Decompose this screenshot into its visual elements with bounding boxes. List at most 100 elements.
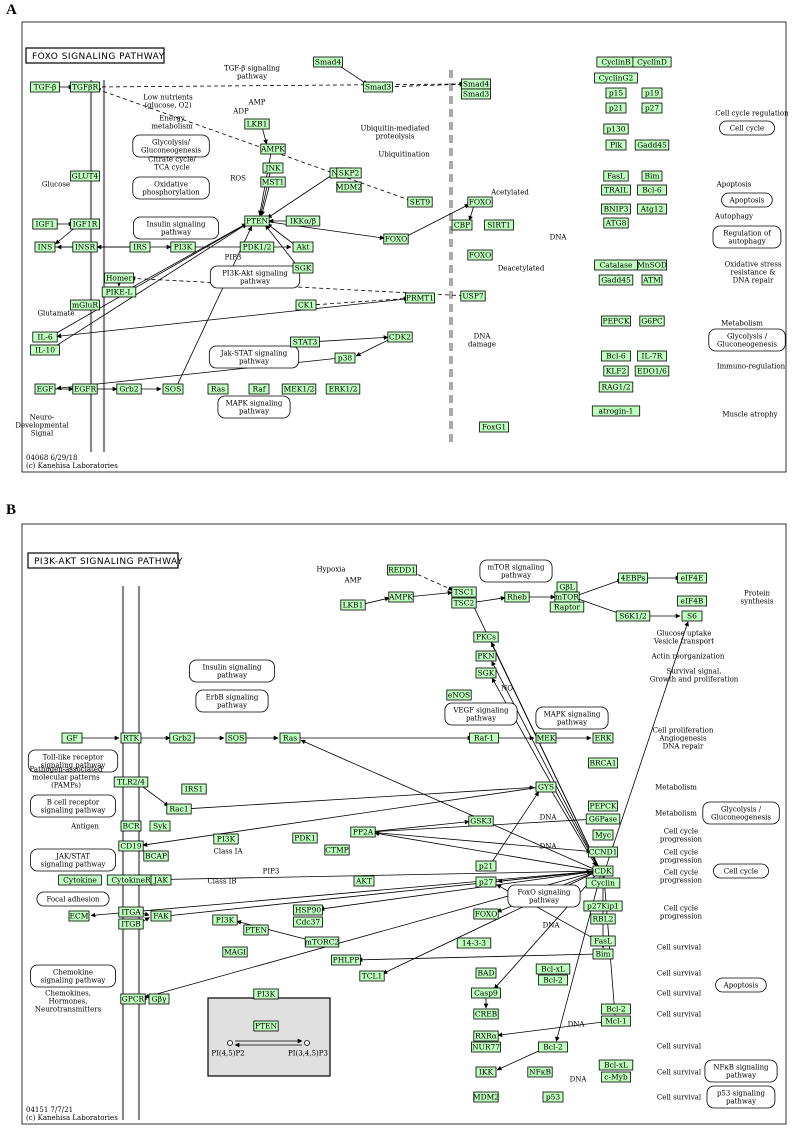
gene-node-tgf-r[interactable]: TGFβR	[70, 81, 100, 93]
gene-node-klf2[interactable]: KLF2	[603, 365, 629, 377]
gene-node-stat3[interactable]: STAT3	[290, 336, 320, 348]
gene-node-p19[interactable]: p19	[641, 87, 663, 99]
gene-node-gadd45[interactable]: Gadd45	[634, 139, 670, 151]
gene-node-mtorc2[interactable]: mTORC2	[305, 936, 340, 948]
pathway-link-glycolysis[interactable]: Glycolysis /Gluconeogenesis	[708, 328, 786, 352]
gene-node-rtk[interactable]: RTK	[120, 732, 142, 744]
gene-node-bim[interactable]: Bim	[592, 948, 614, 960]
gene-node-hsp90[interactable]: HSP90	[293, 904, 323, 916]
pathway-link-focal-adhesion[interactable]: Focal adhesion	[36, 891, 110, 907]
gene-node-lkb1[interactable]: LKB1	[244, 118, 270, 130]
gene-node-sgk[interactable]: SGK	[292, 262, 314, 274]
gene-node-cyclind[interactable]: CyclinD	[632, 56, 672, 68]
gene-node-cdc37[interactable]: Cdc37	[293, 916, 323, 928]
gene-node-glut4[interactable]: GLUT4	[70, 170, 100, 182]
gene-node-raf-1[interactable]: Raf-1	[469, 732, 499, 744]
gene-node-mtor[interactable]: mTOR	[554, 591, 580, 603]
gene-node-sos[interactable]: SOS	[225, 732, 247, 744]
gene-node-smad4[interactable]: Smad4	[313, 56, 343, 68]
gene-node-mglur[interactable]: mGluR	[70, 299, 100, 311]
gene-node-atg8[interactable]: ATG8	[603, 217, 629, 229]
gene-node-tsc1[interactable]: TSC1	[451, 586, 477, 598]
gene-node-skp2[interactable]: SKP2	[336, 167, 362, 179]
gene-node-rag1-2[interactable]: RAG1/2	[598, 381, 634, 393]
pathway-link-cell-cycle[interactable]: Cell cycle	[713, 863, 769, 879]
gene-node-irs1[interactable]: IRS1	[181, 783, 207, 795]
gene-node-il-10[interactable]: IL-10	[30, 344, 60, 356]
gene-node-cytokiner[interactable]: CytokineR	[106, 874, 156, 886]
gene-node-pten[interactable]: PTEN	[243, 924, 269, 936]
gene-node-sgk[interactable]: SGK	[475, 667, 497, 679]
gene-node-mek[interactable]: MEK	[535, 732, 557, 744]
gene-node-bcl-xl[interactable]: Bcl-xL	[598, 1059, 634, 1071]
gene-node-mcl-1[interactable]: Mcl-1	[601, 1015, 631, 1027]
gene-node-mst1[interactable]: MST1	[260, 176, 286, 188]
gene-node-mdm2[interactable]: MDM2	[336, 181, 362, 193]
gene-node-g[interactable]: Gβγ	[148, 993, 170, 1005]
gene-node-smad3[interactable]: Smad3	[363, 81, 393, 93]
gene-node-magi[interactable]: MAGI	[222, 946, 248, 958]
gene-node-bad[interactable]: BAD	[475, 967, 497, 979]
gene-node-foxo[interactable]: FOXO	[473, 908, 499, 920]
gene-node-lkb1[interactable]: LKB1	[340, 599, 366, 611]
gene-node-tsc2[interactable]: TSC2	[451, 597, 477, 609]
gene-node-creb[interactable]: CREB	[473, 1008, 499, 1020]
gene-node-nur77[interactable]: NUR77	[471, 1041, 501, 1053]
gene-node-itga[interactable]: ITGA	[118, 906, 144, 918]
gene-node-c-myb[interactable]: c-Myb	[601, 1071, 631, 1083]
gene-node-cytokine[interactable]: Cytokine	[58, 874, 102, 886]
gene-node-ikk[interactable]: IKKα/β	[285, 215, 321, 227]
gene-node-ikk[interactable]: IKK	[475, 1066, 497, 1078]
gene-node-itgb[interactable]: ITGB	[118, 918, 144, 930]
gene-node-14-3-3[interactable]: 14-3-3	[456, 937, 492, 949]
gene-node-bcl-6[interactable]: Bcl-6	[637, 184, 667, 196]
gene-node-atrogin-1[interactable]: atrogin-1	[591, 405, 641, 417]
gene-node-foxo[interactable]: FOXO	[467, 249, 493, 261]
pathway-link-cell-cycle[interactable]: Cell cycle	[719, 120, 775, 136]
gene-node-myc[interactable]: Myc	[592, 829, 614, 841]
gene-node-pten[interactable]: PTEN	[244, 215, 270, 227]
gene-node-pi3k[interactable]: PI3K	[213, 833, 239, 845]
gene-node-il-6[interactable]: IL-6	[32, 331, 58, 343]
gene-node-pepck[interactable]: PEPCK	[588, 800, 618, 812]
gene-node-grb2[interactable]: Grb2	[169, 732, 195, 744]
gene-node-erk1-2[interactable]: ERK1/2	[325, 383, 361, 395]
gene-node-usp7[interactable]: USP7	[460, 290, 486, 302]
gene-node-rxr[interactable]: RXRα	[473, 1030, 499, 1042]
gene-node-enos[interactable]: eNOS	[446, 689, 472, 701]
gene-node-mek1-2[interactable]: MEK1/2	[281, 383, 317, 395]
gene-node-igf1r[interactable]: IGF1R	[70, 218, 100, 230]
gene-node-bcl-2[interactable]: Bcl-2	[538, 974, 568, 986]
gene-node-pdk1[interactable]: PDK1	[292, 832, 318, 844]
gene-node-ins[interactable]: INS	[34, 241, 56, 253]
gene-node-tgf[interactable]: TGF-β	[30, 81, 60, 93]
gene-node-pi3k[interactable]: PI3K	[170, 241, 196, 253]
gene-node-cycling2[interactable]: CyclinG2	[594, 72, 638, 84]
gene-node-bcap[interactable]: BCAP	[143, 850, 169, 862]
gene-node-foxo[interactable]: FOXO	[383, 233, 409, 245]
gene-node-catalase[interactable]: Catalase	[594, 259, 638, 271]
gene-node-atg12[interactable]: Atg12	[637, 203, 667, 215]
gene-node-p15[interactable]: p15	[605, 87, 627, 99]
gene-node-tcl1[interactable]: TCL1	[359, 970, 385, 982]
gene-node-cdk[interactable]: CDK	[592, 865, 614, 877]
gene-node-homer[interactable]: Homer	[104, 272, 134, 284]
gene-node-sirt1[interactable]: SIRT1	[484, 219, 514, 231]
gene-node-rbl2[interactable]: RBL2	[590, 913, 616, 925]
gene-node-g6pase[interactable]: G6Pase	[585, 813, 621, 825]
pathway-link-apoptosis[interactable]: Apoptosis	[715, 977, 767, 993]
gene-node-g-l[interactable]: GβL	[556, 581, 578, 593]
gene-node-bim[interactable]: Bim	[641, 170, 663, 182]
gene-node-raf[interactable]: Raf	[248, 383, 270, 395]
gene-node-brca1[interactable]: BRCA1	[588, 757, 618, 769]
gene-node-mnsod[interactable]: MnSOD	[637, 259, 667, 271]
gene-node-p130[interactable]: p130	[603, 123, 629, 135]
gene-node-pike-l[interactable]: PIKE-L	[101, 286, 137, 298]
gene-node-gadd45[interactable]: Gadd45	[598, 274, 634, 286]
